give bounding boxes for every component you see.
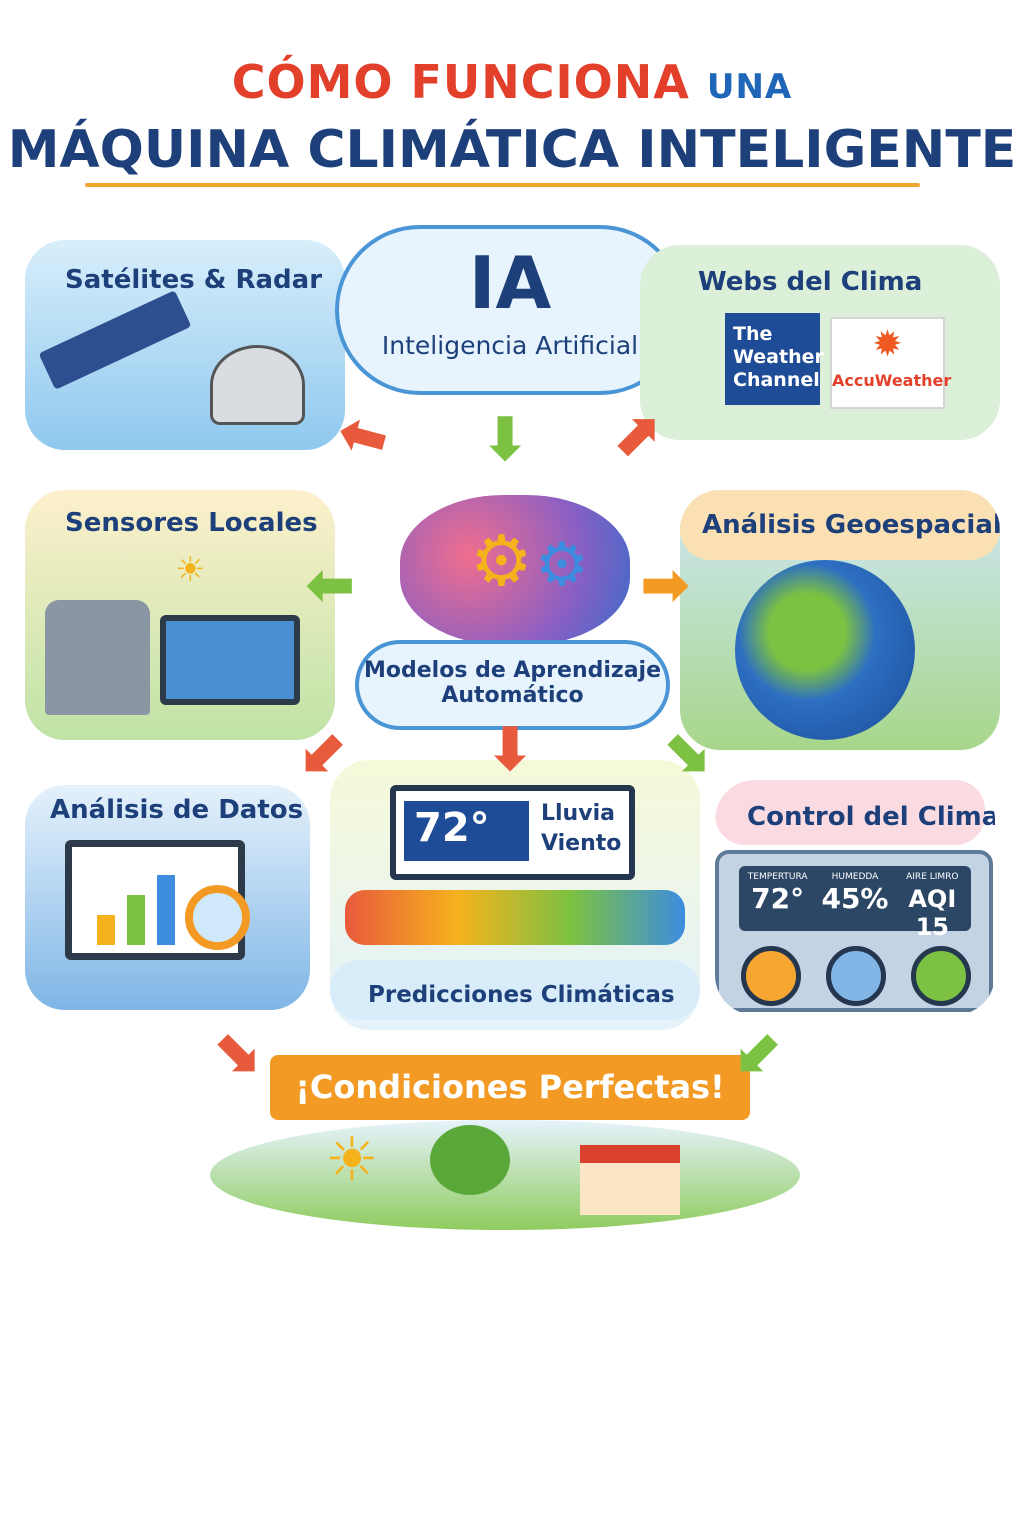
- predictions-title: Predicciones Climáticas: [368, 982, 675, 1008]
- geo-title: Análisis Geoespacial: [702, 510, 1000, 540]
- forecast-temp: 72°: [404, 801, 529, 861]
- air-quality-label: AIRE LIMRO: [906, 872, 959, 882]
- title-line-2: MÁQUINA CLIMÁTICA INTELIGENTE: [7, 120, 1017, 180]
- monitor-icon: [160, 615, 300, 705]
- air-quality-value: AQI 15: [908, 885, 957, 941]
- satellites-title: Satélites & Radar: [65, 265, 323, 295]
- temperature-value: 72°: [751, 882, 805, 915]
- arrow-down-right: ⬊: [660, 715, 711, 785]
- gear-icon: ⚙: [470, 520, 533, 602]
- predictions-panel: 72° Lluvia Viento Predicciones Climática…: [330, 760, 700, 1030]
- arrow-right-up: ⬈: [610, 400, 661, 470]
- forecast-screen: 72° Lluvia Viento: [390, 785, 635, 880]
- arrow-down-center: ⬇: [485, 715, 536, 785]
- webs-title: Webs del Clima: [698, 267, 923, 297]
- arrow-down: ⬇: [480, 405, 531, 475]
- forecast-wind: Viento: [541, 831, 622, 856]
- ia-label: IA: [468, 241, 552, 325]
- temperature-dial[interactable]: [741, 946, 801, 1006]
- accuweather-label: AccuWeather: [832, 371, 952, 390]
- models-label-2: Automático: [441, 683, 584, 708]
- satellites-panel: Satélites & Radar: [25, 240, 345, 450]
- data-panel: Análisis de Datos: [25, 785, 310, 1010]
- webs-panel: Webs del Clima The Weather Channel ✹ Acc…: [640, 245, 1000, 440]
- house-icon: [580, 1145, 680, 1215]
- models-cloud: Modelos de Aprendizaje Automático: [355, 640, 670, 730]
- magnifier-icon: [185, 885, 250, 950]
- sensors-panel: Sensores Locales ☀: [25, 490, 335, 740]
- title-underline: [85, 183, 920, 187]
- accuweather-logo: ✹ AccuWeather: [830, 317, 952, 409]
- arrow-right: ➡: [640, 550, 691, 620]
- sun-icon: ☀: [325, 1125, 379, 1195]
- humidity-dial[interactable]: [826, 946, 886, 1006]
- tree-icon: [430, 1125, 510, 1195]
- arrow-left: ⬅: [305, 550, 356, 620]
- geo-title-bg: [680, 490, 1000, 560]
- title-line-1: CÓMO FUNCIONA UNA: [0, 55, 1024, 109]
- satellite-icon: [38, 290, 192, 390]
- result-banner: ¡Condiciones Perfectas!: [270, 1055, 750, 1120]
- title-main: CÓMO FUNCIONA: [231, 55, 690, 109]
- sun-icon: ✹: [872, 324, 903, 365]
- ia-subtitle: Inteligencia Artificial: [381, 331, 639, 360]
- weather-station-icon: [45, 600, 150, 715]
- radar-dish-icon: [210, 345, 305, 425]
- arrow-down-left: ⬋: [300, 715, 351, 785]
- data-title: Análisis de Datos: [50, 795, 304, 825]
- models-label: Modelos de Aprendizaje: [363, 658, 662, 683]
- air-quality-dial[interactable]: [911, 946, 971, 1006]
- city-skyline-icon: [345, 890, 685, 945]
- brain-gears-icon: ⚙ ⚙: [400, 495, 630, 645]
- humidity-value: 45%: [821, 882, 889, 915]
- sensors-title: Sensores Locales: [65, 508, 318, 538]
- temperature-label: TEMPERTURA: [747, 872, 808, 882]
- sun-icon: ☀: [175, 550, 206, 590]
- control-title: Control del Clima: [747, 802, 995, 832]
- humidity-label: HUMEDDA: [831, 872, 879, 882]
- geo-panel: Análisis Geoespacial: [680, 490, 1000, 750]
- result-scene: ☀: [210, 1120, 800, 1230]
- gear-icon: ⚙: [535, 530, 589, 600]
- arrow-to-result-right: ⬋: [735, 1015, 786, 1085]
- arrow-left-up: ⬉: [325, 392, 405, 478]
- title-small: UNA: [706, 67, 793, 107]
- forecast-rain: Lluvia: [541, 801, 615, 826]
- weather-channel-logo: The Weather Channel: [725, 313, 824, 405]
- globe-icon: [735, 560, 915, 740]
- arrow-to-result-left: ⬊: [210, 1015, 261, 1085]
- ia-cloud: IA Inteligencia Artificial: [335, 225, 685, 395]
